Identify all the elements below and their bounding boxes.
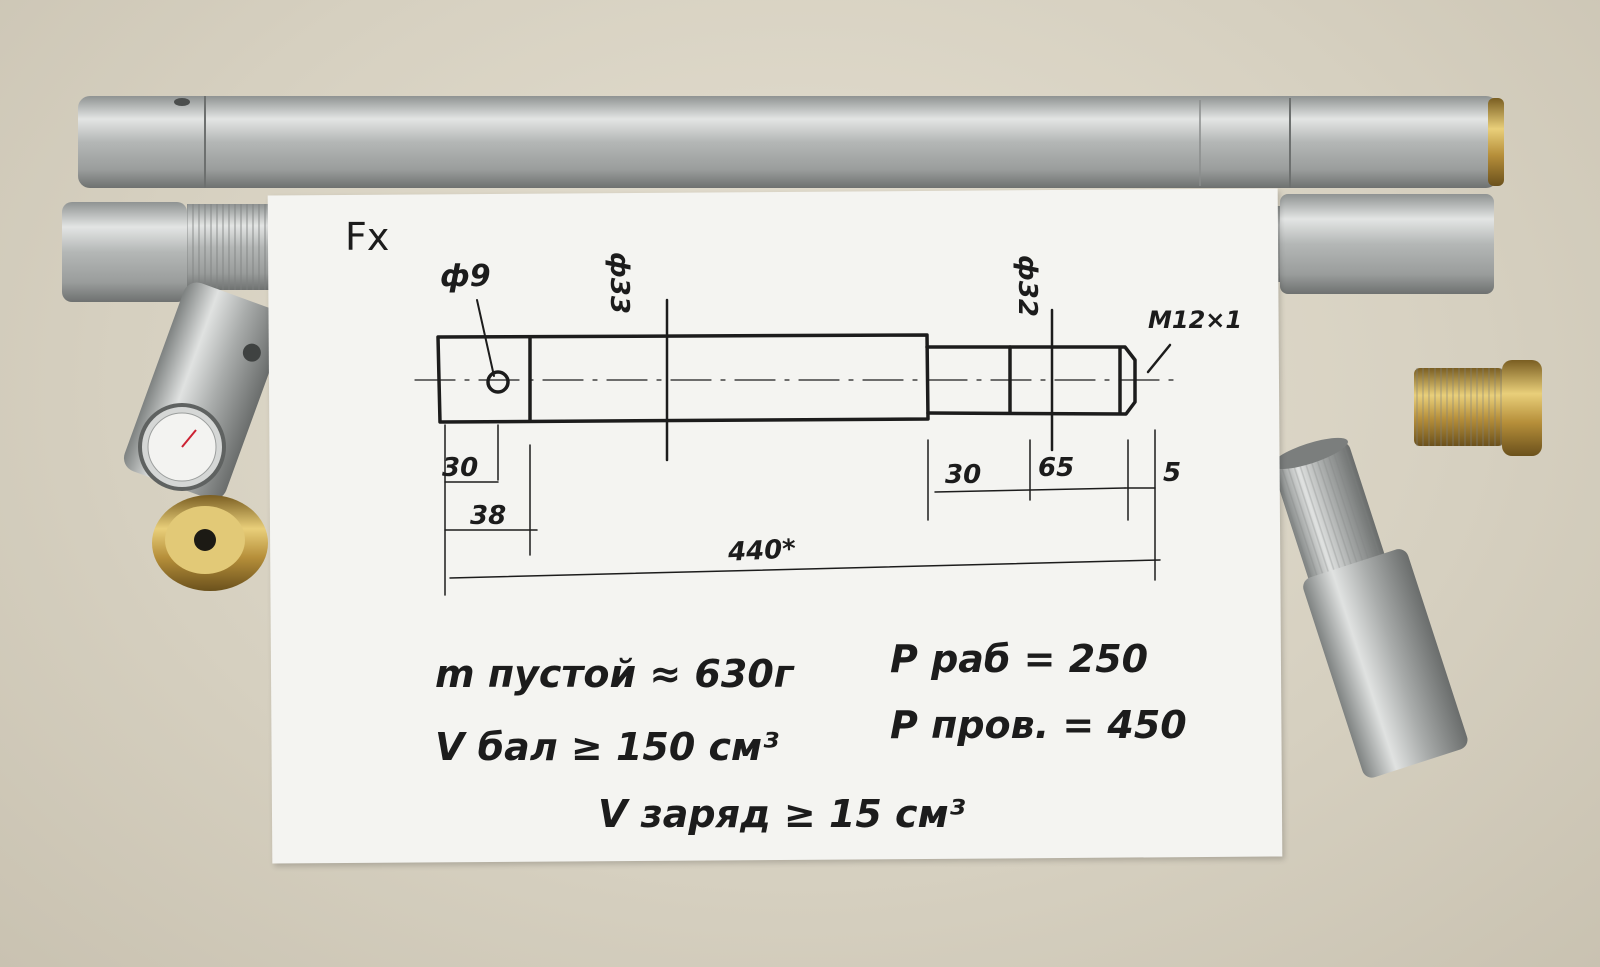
dim-hole-a: 30 xyxy=(442,453,479,483)
brass-nut-left xyxy=(152,495,268,591)
long-tube xyxy=(78,96,1504,188)
dim-neck: 65 xyxy=(1038,453,1075,483)
brass-bushing xyxy=(1414,360,1542,456)
note-charge: V заряд ≥ 15 см³ xyxy=(598,792,966,836)
note-mass: m пустой ≈ 630г xyxy=(435,652,794,696)
dim-hole-b: 38 xyxy=(470,501,507,531)
note-p-work: P раб = 250 xyxy=(890,637,1149,681)
hole-diameter: ф9 xyxy=(440,259,491,294)
dim-end: 5 xyxy=(1163,458,1182,488)
tube-outline xyxy=(436,333,930,424)
sketch-label: Fx xyxy=(345,215,390,259)
neck-diameter: ф32 xyxy=(1012,255,1042,317)
left-threaded-cap xyxy=(62,202,303,302)
short-tube xyxy=(1271,437,1468,778)
note-p-test: P пров. = 450 xyxy=(890,703,1187,747)
body-diameter: ф33 xyxy=(604,252,634,314)
dim-total: 440* xyxy=(727,534,797,568)
thread-spec: M12×1 xyxy=(1148,306,1243,334)
note-volume: V бал ≥ 150 см³ xyxy=(435,725,779,769)
dim-step: 30 xyxy=(945,460,982,490)
gauge-block xyxy=(123,282,286,500)
